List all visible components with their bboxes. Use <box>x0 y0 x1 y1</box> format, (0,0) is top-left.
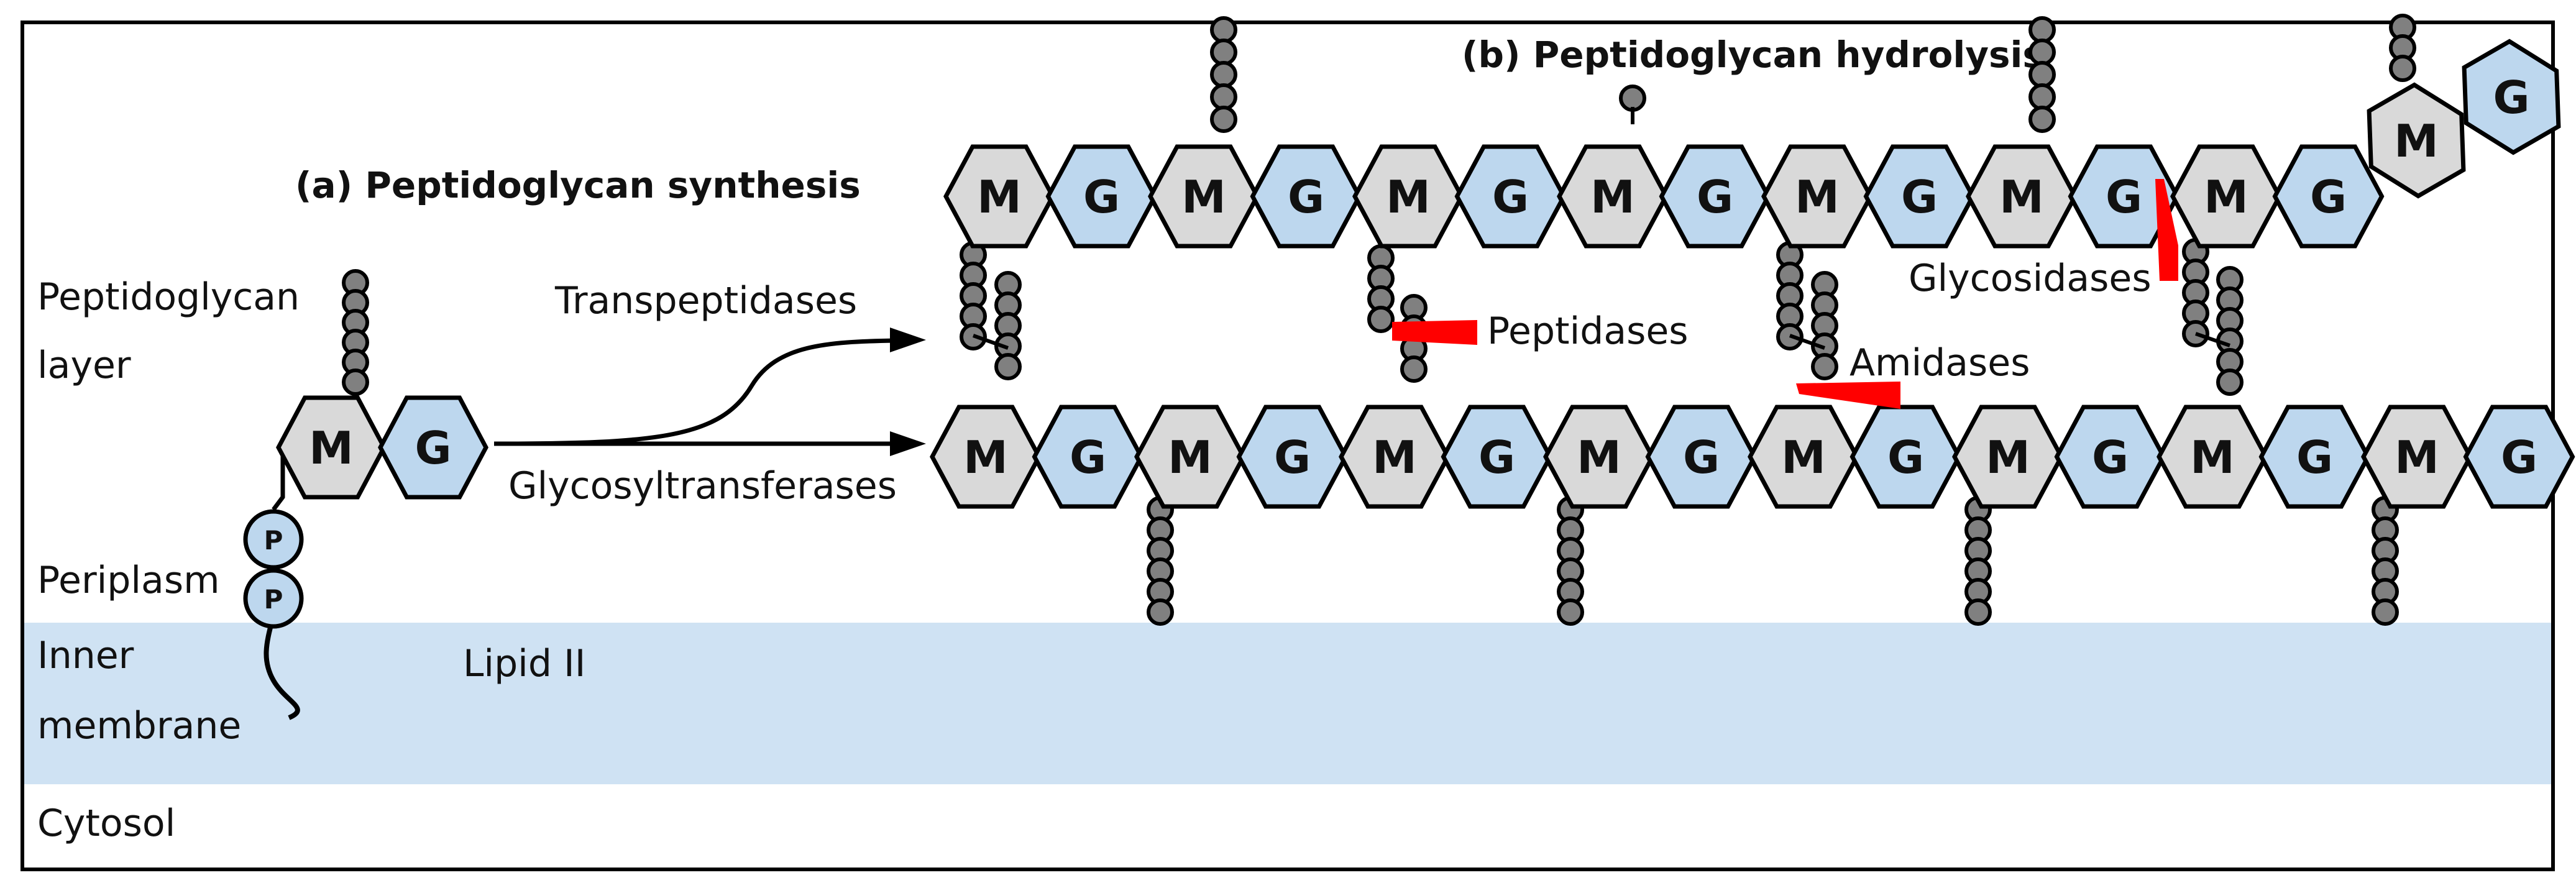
glycosyltransferases-label: Glycosyltransferases <box>508 464 897 508</box>
lower-stem-1-bead-6 <box>1147 598 1174 626</box>
upper-chain-11-m-label: M <box>1999 171 2044 223</box>
upper-chain-8-g-label: G <box>1697 171 1733 223</box>
upper-stem-1-bead-3 <box>1210 61 1237 88</box>
phosphate-2 <box>243 568 304 629</box>
lipid-ii-label: Lipid II <box>463 642 585 685</box>
transpeptidase-arrow <box>493 338 896 446</box>
periplasm-label: Periplasm <box>37 559 220 602</box>
lower-stem-3-bead-6 <box>1964 598 1992 626</box>
glycosyltransferase-arrowhead <box>890 431 926 456</box>
lipid-ii-linker <box>272 447 285 511</box>
upper-stem-3-bead-5 <box>2028 106 2056 133</box>
peptidase-stem-top-bead-4 <box>1367 306 1395 333</box>
lower-stem-2-bead-6 <box>1557 598 1584 626</box>
upper-chain-4-g-label: G <box>1288 171 1324 223</box>
lipid-ii-tail <box>264 615 300 720</box>
upper-chain-7-m-label: M <box>1590 171 1635 223</box>
released-g-label: G <box>2493 71 2529 124</box>
lower-chain-16-g-hexagon <box>2463 405 2575 509</box>
lipid-ii-m-label: M <box>309 422 354 474</box>
amidase-cut-marker <box>1796 382 1900 409</box>
lower-chain-5-m-label: M <box>1372 431 1417 483</box>
synthesis-title: (a) Peptidoglycan synthesis <box>295 164 861 206</box>
peptidoglycan-layer-label: Peptidoglycan layer <box>37 275 311 387</box>
peptidase-cut-marker <box>1392 320 1477 345</box>
glycosidases-label: Glycosidases <box>1909 257 2152 300</box>
upper-chain-14-g-hexagon <box>2272 144 2385 249</box>
released-m-label: M <box>2394 115 2439 167</box>
lower-chain-11-m-label: M <box>1986 431 2030 483</box>
upper-stem-3-bead-4 <box>2028 83 2056 111</box>
lower-chain-13-m-label: M <box>2190 431 2235 483</box>
upper-chain-14-g-label: G <box>2310 171 2347 223</box>
lower-chain-2-g-label: G <box>1070 431 1106 483</box>
hydrolysis-title: (b) Peptidoglycan hydrolysis <box>1462 34 2044 76</box>
upper-chain-3-m-label: M <box>1181 171 1226 223</box>
transpeptidases-label: Transpeptidases <box>554 279 857 323</box>
lower-chain-15-m-label: M <box>2395 431 2439 483</box>
crosslink-4-right-bead-6 <box>2216 369 2244 396</box>
lower-chain-14-g-label: G <box>2296 431 2333 483</box>
released-g-hexagon <box>2462 39 2561 155</box>
upper-stem-1-bead-5 <box>1210 106 1237 133</box>
upper-chain-6-g-label: G <box>1492 171 1529 223</box>
upper-chain-10-g-label: G <box>1901 171 1938 223</box>
lower-chain-12-g-label: G <box>2092 431 2129 483</box>
lower-chain-6-g-label: G <box>1478 431 1515 483</box>
upper-stem-1-bead-4 <box>1210 83 1237 111</box>
arrows <box>493 338 896 446</box>
lower-chain-10-g-label: G <box>1887 431 1924 483</box>
crosslink-3-bridge <box>1789 334 1826 350</box>
phosphate-1 <box>243 509 304 570</box>
lipid-ii-g-hexagon <box>378 395 488 500</box>
lipid-ii-stem-bead-6 <box>342 369 369 396</box>
transpeptidase-arrowhead <box>890 327 926 352</box>
upper-chain-12-g-label: G <box>2106 171 2142 223</box>
upper-chain-5-m-label: M <box>1386 171 1431 223</box>
peptidase-stem-bottom-bead-4 <box>1400 355 1428 383</box>
phosphate-1-label: P <box>264 525 283 556</box>
inner-membrane-label: Inner membrane <box>37 634 241 748</box>
lipid-ii-g-label: G <box>415 422 451 474</box>
inner-membrane-band <box>24 623 2551 784</box>
glycosidase-cut-marker <box>2155 179 2178 281</box>
upper-chain-13-m-label: M <box>2204 171 2248 223</box>
upper-stem-1-bead-2 <box>1210 39 1237 66</box>
upper-chain-2-g-label: G <box>1083 171 1120 223</box>
lower-chain-9-m-label: M <box>1781 431 1826 483</box>
peptidases-label: Peptidases <box>1487 309 1689 353</box>
upper-stem-1-bead-1 <box>1210 16 1237 44</box>
crosslink-1-bridge <box>972 334 1009 350</box>
upper-stem-2-bead-1 <box>1619 85 1646 112</box>
upper-chain-1-m-label: M <box>977 171 1022 223</box>
lower-chain-8-g-label: G <box>1683 431 1720 483</box>
amidase-stem-bottom-bead-5 <box>1811 353 1838 380</box>
lower-chain-7-m-label: M <box>1577 431 1621 483</box>
upper-stem-3-bead-1 <box>2028 16 2056 44</box>
amidases-label: Amidases <box>1849 341 2030 385</box>
upper-stem-3-bead-2 <box>2028 39 2056 66</box>
lower-chain-1-m-label: M <box>963 431 1008 483</box>
released-stem-bead-3 <box>2389 55 2416 82</box>
lower-chain-16-g-label: G <box>2501 431 2537 483</box>
phosphate-2-label: P <box>264 584 283 615</box>
crosslink-4-bridge <box>2195 332 2230 347</box>
released-m-hexagon <box>2367 82 2466 199</box>
cytosol-label: Cytosol <box>37 802 175 845</box>
upper-chain-9-m-label: M <box>1795 171 1840 223</box>
lower-chain-3-m-label: M <box>1168 431 1212 483</box>
upper-stem-3-bead-3 <box>2028 61 2056 88</box>
crosslink-1-right-bead-5 <box>994 353 1022 380</box>
lower-chain-4-g-label: G <box>1274 431 1311 483</box>
lower-stem-4-bead-6 <box>2372 598 2399 626</box>
